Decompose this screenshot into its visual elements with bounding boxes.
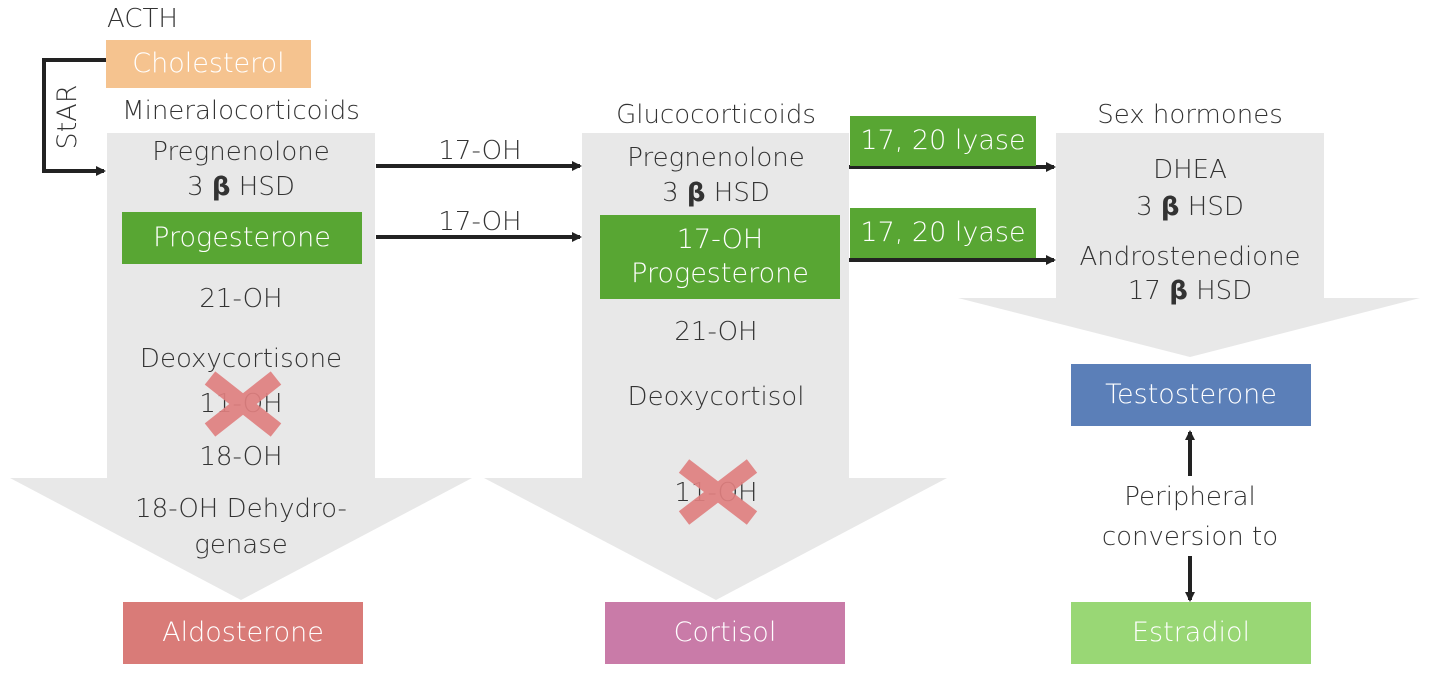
gluco-21-oh: 21-OH <box>674 317 758 347</box>
hsd-prefix: 17 <box>1127 276 1170 306</box>
aldosterone-box: Aldosterone <box>123 602 363 664</box>
estradiol-box: Estradiol <box>1071 602 1311 664</box>
cholesterol-box: Cholesterol <box>106 40 311 88</box>
dehydrogenase-line1: 18-OH Dehydro- <box>135 494 347 524</box>
sex-hormone-panel-arrow <box>958 133 1420 357</box>
glucocorticoids-title: Glucocorticoids <box>616 100 816 130</box>
mineral-11-oh: 11-OH <box>199 389 283 419</box>
star-label: StAR <box>52 84 83 150</box>
hsd-prefix: 3 <box>1136 192 1161 222</box>
hsd-prefix: 3 <box>662 178 687 208</box>
progesterone-box: Progesterone <box>122 212 362 264</box>
sex-hormones-title: Sex hormones <box>1097 100 1283 130</box>
beta-symbol: β <box>1169 276 1188 306</box>
17oh-progesterone-line1: 17-OH <box>676 224 764 255</box>
cortisol-box: Cortisol <box>605 602 845 664</box>
sex-17b-hsd: 17 β HSD <box>1056 274 1324 308</box>
17oh-progesterone-box: 17-OH Progesterone <box>600 215 840 299</box>
deoxycortisone: Deoxycortisone <box>139 344 343 374</box>
deoxycortisol: Deoxycortisol <box>627 382 805 412</box>
sex-3b-hsd: 3 β HSD <box>1056 190 1324 224</box>
dhea: DHEA <box>1153 155 1227 185</box>
gluco-11-oh: 11-OH <box>674 478 758 508</box>
label-17oh-bottom: 17-OH <box>438 207 522 237</box>
hsd-suffix: HSD <box>1187 276 1253 306</box>
acth-label: ACTH <box>107 4 178 34</box>
gluco-3b-hsd: 3 β HSD <box>582 176 850 210</box>
label-17oh-top: 17-OH <box>438 136 522 166</box>
peripheral-line2: conversion to <box>1101 522 1279 552</box>
star-bracket-arrow <box>42 58 106 176</box>
mineral-pregnenolone: Pregnenolone <box>152 137 330 167</box>
mineral-3b-hsd: 3 β HSD <box>107 170 375 204</box>
androstenedione: Androstenedione <box>1079 242 1301 272</box>
testosterone-box: Testosterone <box>1071 364 1311 426</box>
lyase-box-bottom: 17, 20 lyase <box>850 208 1036 258</box>
mineralocorticoids-title: Mineralocorticoids <box>122 96 360 126</box>
beta-symbol: β <box>1160 192 1180 222</box>
beta-symbol: β <box>211 172 231 202</box>
hsd-suffix: HSD <box>230 172 295 202</box>
mineral-21-oh: 21-OH <box>199 284 283 314</box>
lyase-box-top: 17, 20 lyase <box>850 116 1036 166</box>
mineral-18-oh: 18-OH <box>199 442 283 472</box>
hsd-suffix: HSD <box>705 178 770 208</box>
peripheral-line1: Peripheral <box>1124 482 1256 512</box>
hsd-prefix: 3 <box>187 172 212 202</box>
hsd-suffix: HSD <box>1179 192 1244 222</box>
gluco-pregnenolone: Pregnenolone <box>627 143 805 173</box>
beta-symbol: β <box>686 178 706 208</box>
dehydrogenase-line2: genase <box>194 530 288 560</box>
17oh-progesterone-line2: Progesterone <box>631 258 809 289</box>
